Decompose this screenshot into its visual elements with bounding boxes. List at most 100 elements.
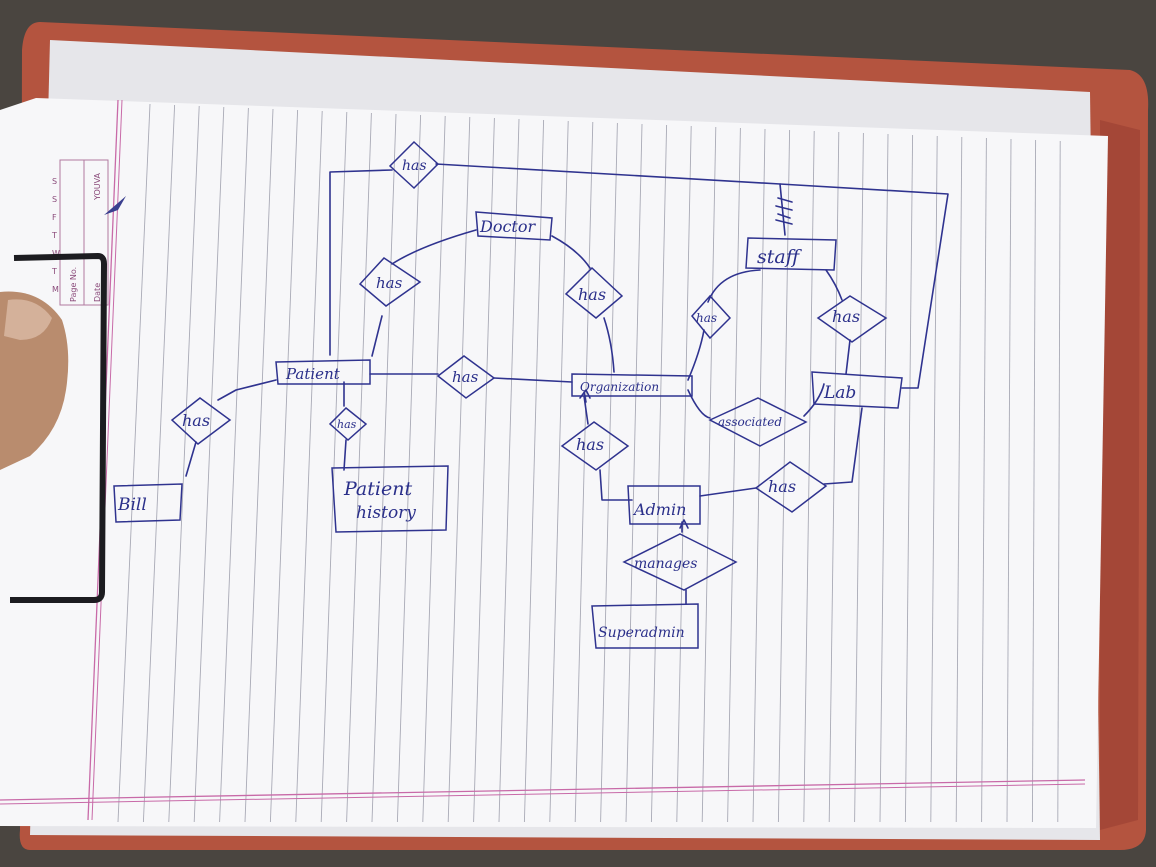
svg-text:manages: manages: [634, 556, 697, 572]
svg-text:history: history: [356, 503, 416, 523]
margin-line-left-2: [91, 99, 123, 821]
notebook-page: [0, 98, 1108, 828]
rule-line: [904, 134, 914, 823]
relationship-admin-lab-has: has: [754, 461, 828, 513]
svg-text:staff: staff: [757, 246, 803, 268]
rule-line: [955, 136, 963, 823]
entity-bill: Bill: [113, 483, 183, 523]
rule-line: [828, 131, 840, 823]
entity-patient: Patient: [275, 359, 371, 385]
rule-line: [193, 106, 225, 823]
weekday-letter: W: [52, 249, 60, 258]
svg-text:has: has: [182, 411, 210, 430]
rule-line: [676, 125, 692, 823]
svg-text:Patient: Patient: [285, 365, 341, 383]
margin-line-bottom-2: [0, 783, 1086, 805]
relationship-org-lab-associated: associated: [708, 397, 808, 447]
logo-icon: [104, 196, 126, 215]
page-no-label: Page No.: [69, 267, 78, 302]
rule-line: [752, 128, 766, 823]
weekday-letter: S: [52, 177, 57, 186]
rule-line: [473, 117, 495, 823]
relationship-org-admin-has: has: [560, 421, 630, 471]
svg-text:has: has: [578, 285, 606, 304]
rule-line: [498, 118, 520, 823]
rule-line: [219, 107, 249, 823]
weekday-letter: T: [51, 267, 57, 276]
thumbnail: [4, 299, 52, 340]
rule-line: [269, 109, 299, 823]
svg-text:has: has: [576, 435, 604, 454]
weekday-letter: F: [52, 213, 57, 222]
brand-text: YOUVA: [93, 172, 102, 201]
svg-text:has: has: [696, 311, 717, 325]
relationship-top-has: has: [388, 140, 440, 190]
rule-line: [854, 132, 864, 823]
relationship-patient-bill-has: has: [170, 397, 232, 445]
svg-text:has: has: [452, 368, 479, 386]
svg-text:associated: associated: [718, 415, 782, 429]
entity-organization: Organization: [571, 373, 693, 397]
relationship-patient-history-has: has: [328, 406, 368, 442]
rule-line: [981, 137, 987, 823]
rule-line: [1057, 140, 1061, 823]
rule-line: [244, 108, 274, 823]
entity-patient-history: Patient history: [331, 465, 449, 533]
rule-line: [879, 133, 889, 823]
rule-line: [142, 104, 176, 823]
relationship-doctor-org-has: has: [564, 266, 624, 319]
rule-line: [396, 114, 422, 823]
rule-line: [574, 121, 594, 823]
rule-line: [447, 116, 471, 823]
weekday-letter: S: [52, 195, 57, 204]
rule-line: [523, 119, 545, 823]
weekday-letter: T: [51, 231, 57, 240]
svg-text:has: has: [337, 418, 357, 431]
svg-text:has: has: [376, 274, 403, 292]
rule-line: [295, 110, 323, 823]
clipboard-inner-shadow: [1100, 120, 1140, 830]
weekday-letter: M: [52, 285, 59, 294]
binder-clip: [10, 252, 108, 603]
rule-line: [650, 124, 668, 823]
rule-line: [1031, 139, 1037, 823]
entity-doctor: Doctor: [475, 211, 553, 241]
svg-text:Superadmin: Superadmin: [598, 625, 685, 641]
svg-text:Admin: Admin: [632, 500, 686, 519]
relationship-staff-org-has: has: [691, 294, 732, 340]
relationship-patient-org-has: has: [436, 355, 496, 399]
rule-line: [320, 111, 348, 823]
rule-line: [803, 130, 815, 823]
date-label: Date: [93, 283, 102, 302]
rule-line: [117, 103, 151, 823]
entity-staff: staff: [745, 237, 837, 271]
margin-line-bottom: [0, 779, 1086, 801]
svg-text:Lab: Lab: [823, 383, 856, 403]
svg-text:Bill: Bill: [117, 495, 147, 515]
rule-line: [777, 129, 791, 823]
relationship-admin-superadmin-manages: manages: [622, 533, 738, 591]
rule-line: [422, 115, 446, 823]
svg-text:has: has: [832, 307, 860, 326]
svg-text:Doctor: Doctor: [479, 217, 536, 236]
relationship-staff-lab-has: has: [816, 295, 888, 343]
relationship-patient-doctor-has: has: [358, 257, 422, 307]
rule-line: [1006, 138, 1012, 823]
rule-line: [600, 122, 618, 823]
svg-text:has: has: [402, 158, 427, 174]
rule-line: [930, 135, 938, 823]
rule-line: [625, 123, 643, 823]
entity-superadmin: Superadmin: [591, 603, 699, 649]
svg-text:has: has: [768, 477, 796, 496]
entity-lab: Lab: [811, 371, 903, 409]
rule-line: [727, 127, 741, 823]
rule-line: [371, 113, 397, 823]
rule-line: [168, 105, 200, 823]
rule-line: [549, 120, 569, 823]
svg-text:Organization: Organization: [580, 380, 659, 394]
entity-admin: Admin: [627, 485, 701, 525]
svg-text:Patient: Patient: [343, 478, 412, 500]
